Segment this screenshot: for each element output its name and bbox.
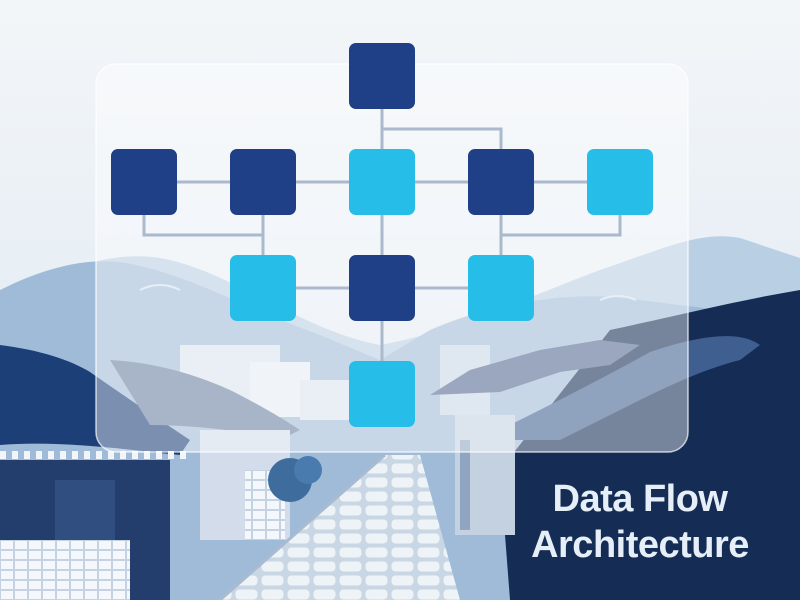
diagram-node-r2-3 [349,149,415,215]
title-line-1: Data Flow [552,478,728,520]
diagram-node-r2-4 [468,149,534,215]
alley-edge [219,453,386,600]
diagram-node-r2-5 [587,149,653,215]
cobblestone-alley [220,455,460,600]
diagram-node-r2-2 [230,149,296,215]
diagram-node-sink [349,361,415,427]
diagram-node-root [349,43,415,109]
tree [294,456,322,484]
diagram-nodes [111,43,653,427]
diagram-node-r2-1 [111,149,177,215]
diagram-node-r3-1 [230,255,296,321]
left-brick-wall [0,540,130,600]
right-post [460,440,470,530]
left-roof [0,345,190,455]
diagram-title: Data Flow Architecture [500,476,780,568]
diagram-node-r3-3 [468,255,534,321]
navy-wall [500,290,800,600]
right-roof-near [480,336,760,440]
title-line-2: Architecture [531,524,749,566]
right-roof-far [430,340,640,395]
mountain-ridge-lines [139,284,637,301]
diagram-node-r3-2 [349,255,415,321]
mid-roof [110,360,300,440]
